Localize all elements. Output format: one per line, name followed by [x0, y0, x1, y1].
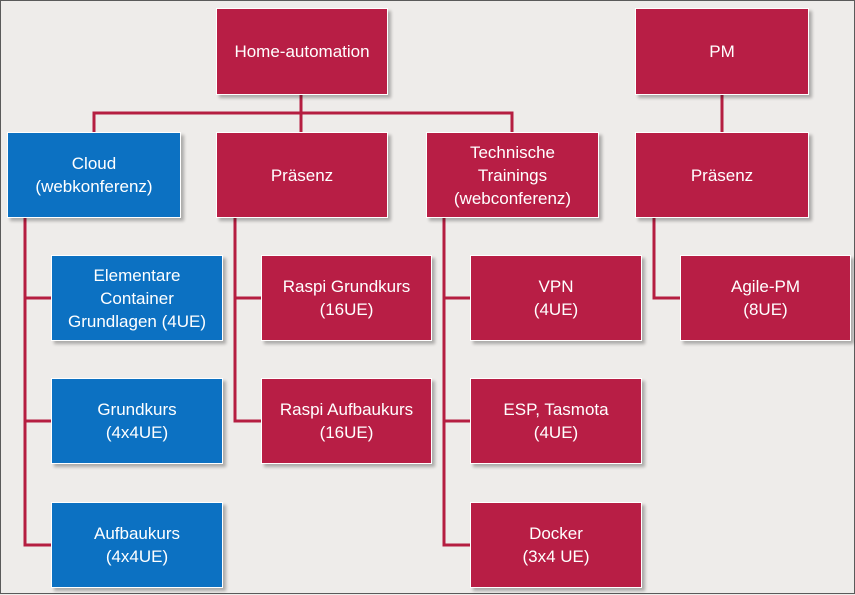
node-raspi-grundkurs: Raspi Grundkurs (16UE) — [261, 255, 432, 341]
node-home-automation: Home-automation — [216, 8, 388, 95]
node-praesenz-pm: Präsenz — [635, 132, 809, 218]
node-cloud: Cloud (webkonferenz) — [7, 132, 181, 218]
node-aufbaukurs: Aufbaukurs (4x4UE) — [51, 502, 223, 588]
node-raspi-aufbaukurs: Raspi Aufbaukurs (16UE) — [261, 378, 432, 464]
node-agile-pm: Agile-PM (8UE) — [680, 255, 851, 341]
node-praesenz-home: Präsenz — [216, 132, 388, 218]
node-esp-tasmota: ESP, Tasmota (4UE) — [470, 378, 642, 464]
node-pm: PM — [635, 8, 809, 95]
node-vpn: VPN (4UE) — [470, 255, 642, 341]
node-grundkurs: Grundkurs (4x4UE) — [51, 378, 223, 464]
node-docker: Docker (3x4 UE) — [470, 502, 642, 588]
node-technische-trainings: Technische Trainings (webconferenz) — [426, 132, 599, 218]
node-elementare-container: Elementare Container Grundlagen (4UE) — [51, 255, 223, 341]
